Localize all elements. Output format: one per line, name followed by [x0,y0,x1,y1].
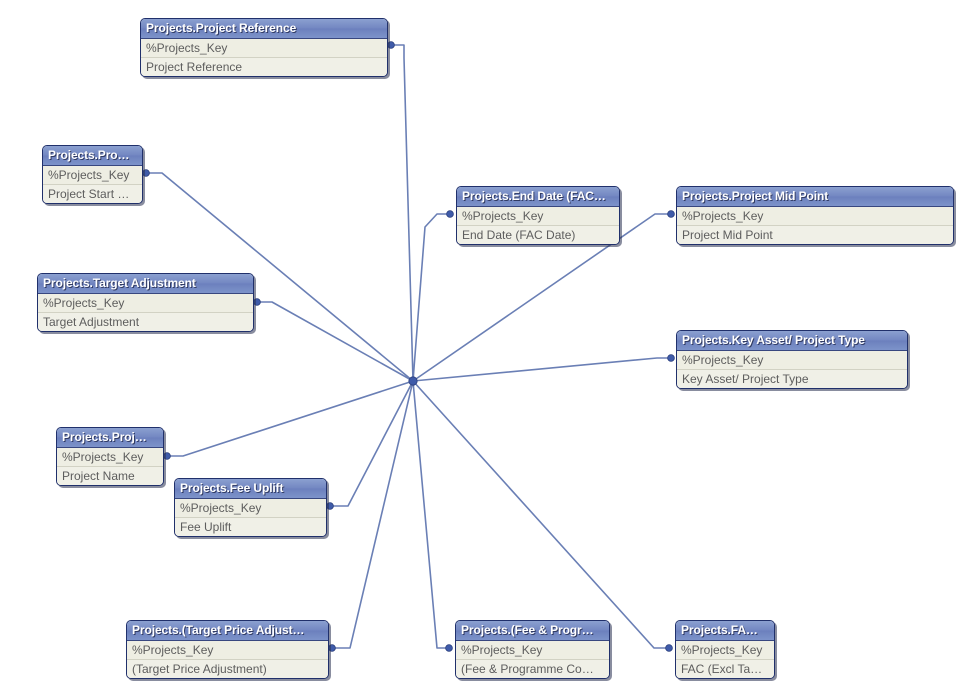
entity-value-field-project-mid-point: Project Mid Point [677,226,953,244]
anchor-dot-fac-excl-tax[interactable] [665,644,673,652]
entity-key-field-project-reference: %Projects_Key [141,39,387,58]
entity-title-target-price-adjustment: Projects.(Target Price Adjust… [127,621,328,641]
entity-key-field-fac-excl-tax: %Projects_Key [676,641,774,660]
entity-box-target-price-adjustment[interactable]: Projects.(Target Price Adjust…%Projects_… [126,620,329,679]
anchor-dot-end-date-fac[interactable] [446,210,454,218]
entity-value-field-end-date-fac: End Date (FAC Date) [457,226,619,244]
connector-line-target-adjustment [256,301,414,382]
connector-line-target-price-adjustment [331,380,414,649]
entity-value-field-target-price-adjustment: (Target Price Adjustment) [127,660,328,678]
entity-title-project-start: Projects.Pro… [43,146,142,166]
entity-value-field-project-start: Project Start … [43,185,142,203]
entity-key-field-fee-uplift: %Projects_Key [175,499,326,518]
entity-value-field-target-adjustment: Target Adjustment [38,313,253,331]
anchor-dot-fee-programme-cost[interactable] [445,644,453,652]
entity-value-field-fee-programme-cost: (Fee & Programme Co… [456,660,609,678]
entity-title-project-mid-point: Projects.Project Mid Point [677,187,953,207]
entity-key-field-end-date-fac: %Projects_Key [457,207,619,226]
anchor-dot-target-price-adjustment[interactable] [328,644,336,652]
entity-title-key-asset-project-type: Projects.Key Asset/ Project Type [677,331,907,351]
entity-value-field-project-reference: Project Reference [141,58,387,76]
entity-title-end-date-fac: Projects.End Date (FAC… [457,187,619,207]
entity-key-field-project-name: %Projects_Key [57,448,163,467]
entity-key-field-key-asset-project-type: %Projects_Key [677,351,907,370]
anchor-dot-fee-uplift[interactable] [326,502,334,510]
entity-key-field-target-price-adjustment: %Projects_Key [127,641,328,660]
anchor-dot-project-mid-point[interactable] [667,210,675,218]
connector-line-end-date-fac [412,213,451,382]
entity-key-field-project-mid-point: %Projects_Key [677,207,953,226]
anchor-dot-project-start[interactable] [142,169,150,177]
entity-box-fee-programme-cost[interactable]: Projects.(Fee & Progr…%Projects_Key(Fee … [455,620,610,679]
entity-box-key-asset-project-type[interactable]: Projects.Key Asset/ Project Type%Project… [676,330,908,389]
entity-title-project-name: Projects.Proj… [57,428,163,448]
connector-line-fac-excl-tax [412,380,670,649]
entity-value-field-key-asset-project-type: Key Asset/ Project Type [677,370,907,388]
entity-title-target-adjustment: Projects.Target Adjustment [38,274,253,294]
central-junction-node[interactable] [408,376,418,386]
entity-title-fee-uplift: Projects.Fee Uplift [175,479,326,499]
entity-title-fee-programme-cost: Projects.(Fee & Progr… [456,621,609,641]
entity-value-field-fac-excl-tax: FAC (Excl Ta… [676,660,774,678]
entity-title-project-reference: Projects.Project Reference [141,19,387,39]
entity-key-field-target-adjustment: %Projects_Key [38,294,253,313]
connector-line-project-name [166,380,414,457]
entity-value-field-project-name: Project Name [57,467,163,485]
entity-value-field-fee-uplift: Fee Uplift [175,518,326,536]
entity-title-fac-excl-tax: Projects.FA… [676,621,774,641]
connector-line-fee-uplift [329,380,414,507]
anchor-dot-target-adjustment[interactable] [253,298,261,306]
entity-key-field-fee-programme-cost: %Projects_Key [456,641,609,660]
entity-key-field-project-start: %Projects_Key [43,166,142,185]
connector-line-fee-programme-cost [412,380,450,649]
connector-line-project-reference [390,44,414,382]
connector-line-key-asset-project-type [412,357,672,382]
anchor-dot-project-name[interactable] [163,452,171,460]
anchor-dot-key-asset-project-type[interactable] [667,354,675,362]
anchor-dot-project-reference[interactable] [387,41,395,49]
